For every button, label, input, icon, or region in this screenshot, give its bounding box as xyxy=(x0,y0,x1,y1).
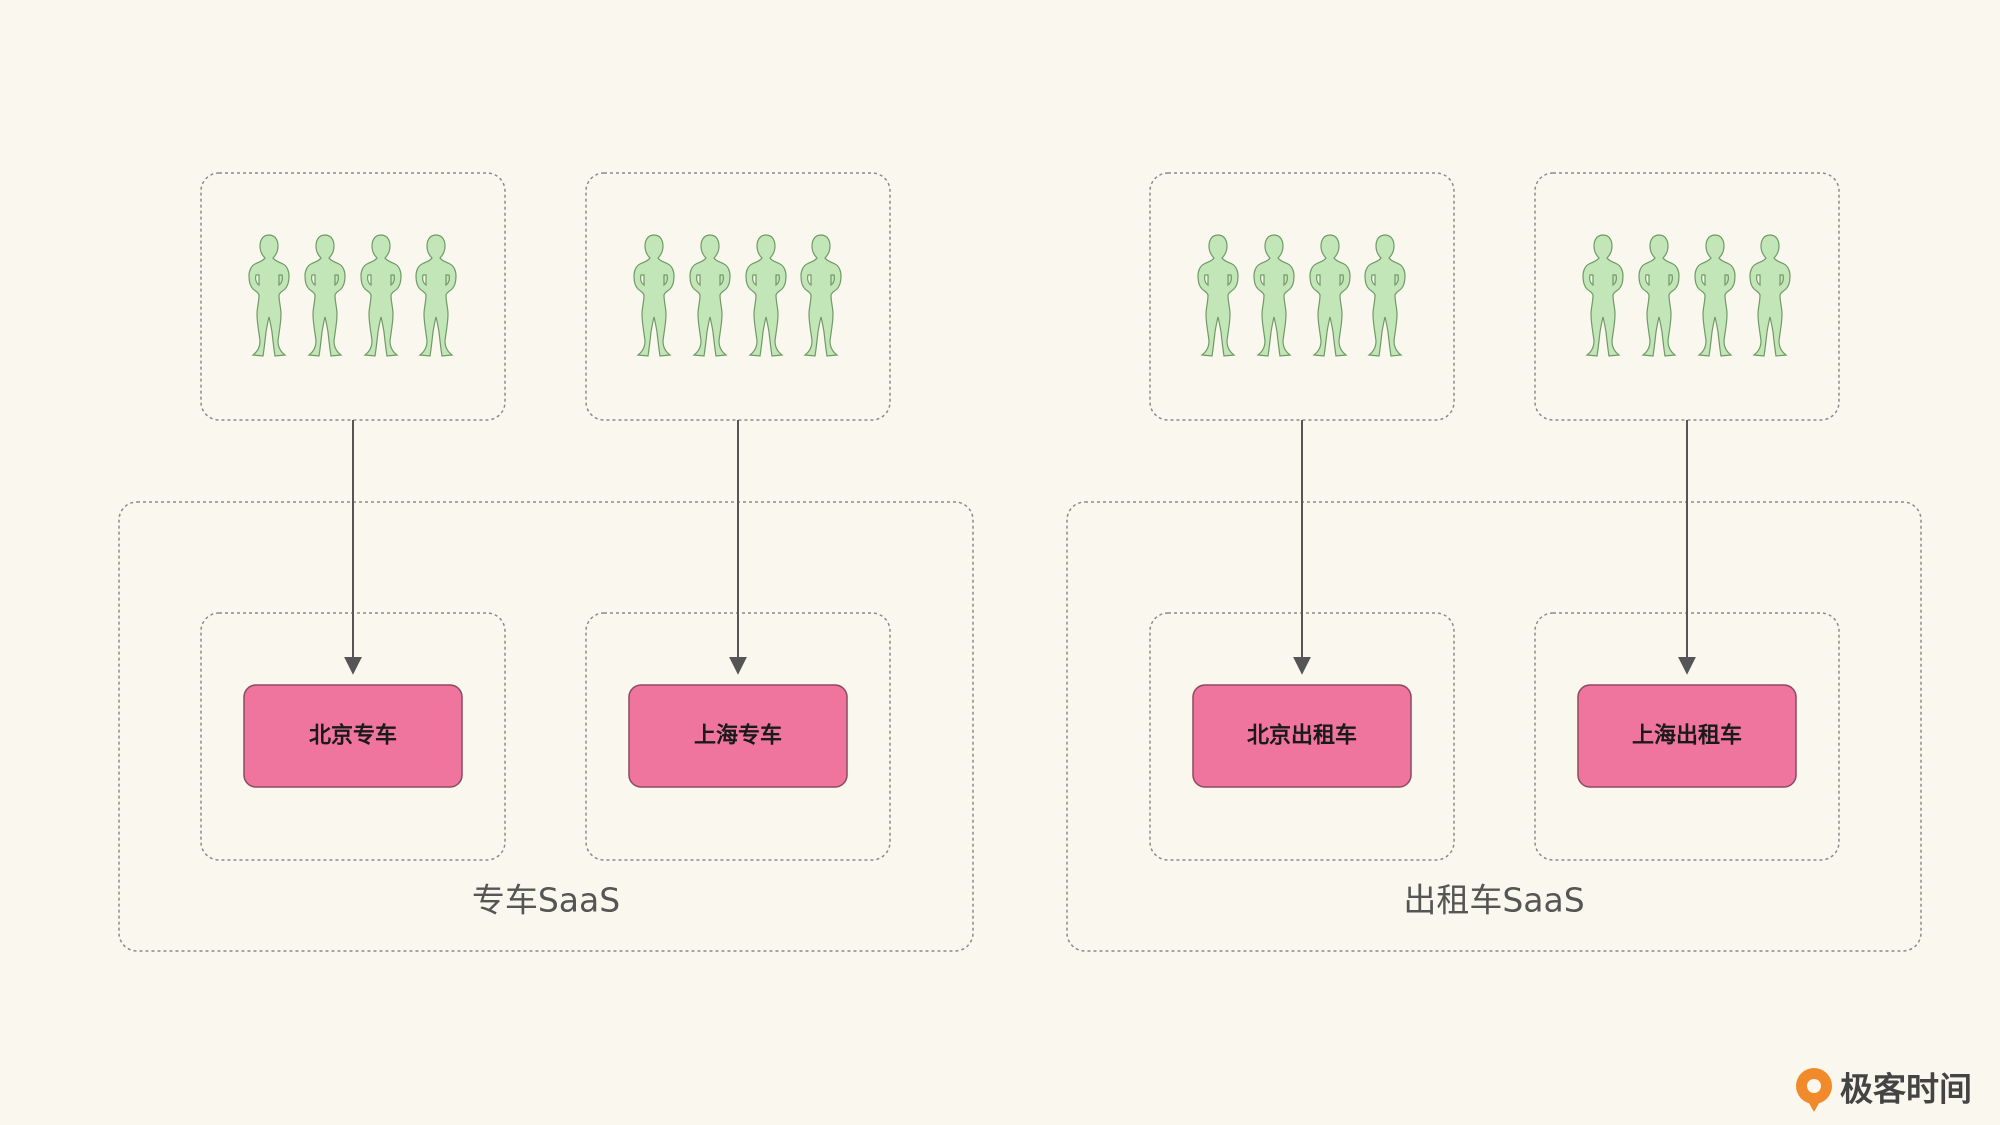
service-label: 北京专车 xyxy=(309,723,397,749)
user-group-box-4 xyxy=(1534,172,1840,421)
service-box-beijing-zhuanche: 北京专车 xyxy=(243,684,463,788)
service-box-beijing-chuzuche: 北京出租车 xyxy=(1192,684,1412,788)
service-box-shanghai-zhuanche: 上海专车 xyxy=(628,684,848,788)
saas-group-label-zhuanche: 专车SaaS xyxy=(472,881,620,920)
person-silhouette-icon xyxy=(745,234,787,357)
person-silhouette-icon xyxy=(248,234,290,357)
person-silhouette-icon xyxy=(1582,234,1624,357)
user-group-people-2 xyxy=(633,234,842,357)
saas-group-label-chuzuche: 出租车SaaS xyxy=(1403,881,1584,920)
user-group-people-3 xyxy=(1197,234,1406,357)
person-silhouette-icon xyxy=(633,234,675,357)
person-silhouette-icon xyxy=(1364,234,1406,357)
saas-group-chuzuche xyxy=(1066,501,1922,952)
saas-group-zhuanche xyxy=(118,501,974,952)
logo-text: 极客时间 xyxy=(1840,1070,1972,1109)
person-silhouette-icon xyxy=(415,234,457,357)
service-box-shanghai-chuzuche: 上海出租车 xyxy=(1577,684,1797,788)
person-silhouette-icon xyxy=(360,234,402,357)
service-label: 北京出租车 xyxy=(1247,723,1357,749)
service-label: 上海专车 xyxy=(694,723,782,749)
user-group-box-2 xyxy=(585,172,891,421)
geektime-logo-icon xyxy=(1796,1068,1832,1112)
person-silhouette-icon xyxy=(1197,234,1239,357)
user-group-people-1 xyxy=(248,234,457,357)
person-silhouette-icon xyxy=(800,234,842,357)
person-silhouette-icon xyxy=(1749,234,1791,357)
user-group-people-4 xyxy=(1582,234,1791,357)
user-group-box-1 xyxy=(200,172,506,421)
person-silhouette-icon xyxy=(1309,234,1351,357)
person-silhouette-icon xyxy=(1694,234,1736,357)
user-group-box-3 xyxy=(1149,172,1455,421)
service-label: 上海出租车 xyxy=(1632,723,1742,749)
person-silhouette-icon xyxy=(1253,234,1295,357)
person-silhouette-icon xyxy=(689,234,731,357)
person-silhouette-icon xyxy=(304,234,346,357)
person-silhouette-icon xyxy=(1638,234,1680,357)
geektime-logo: 极客时间 xyxy=(1796,1068,1972,1112)
